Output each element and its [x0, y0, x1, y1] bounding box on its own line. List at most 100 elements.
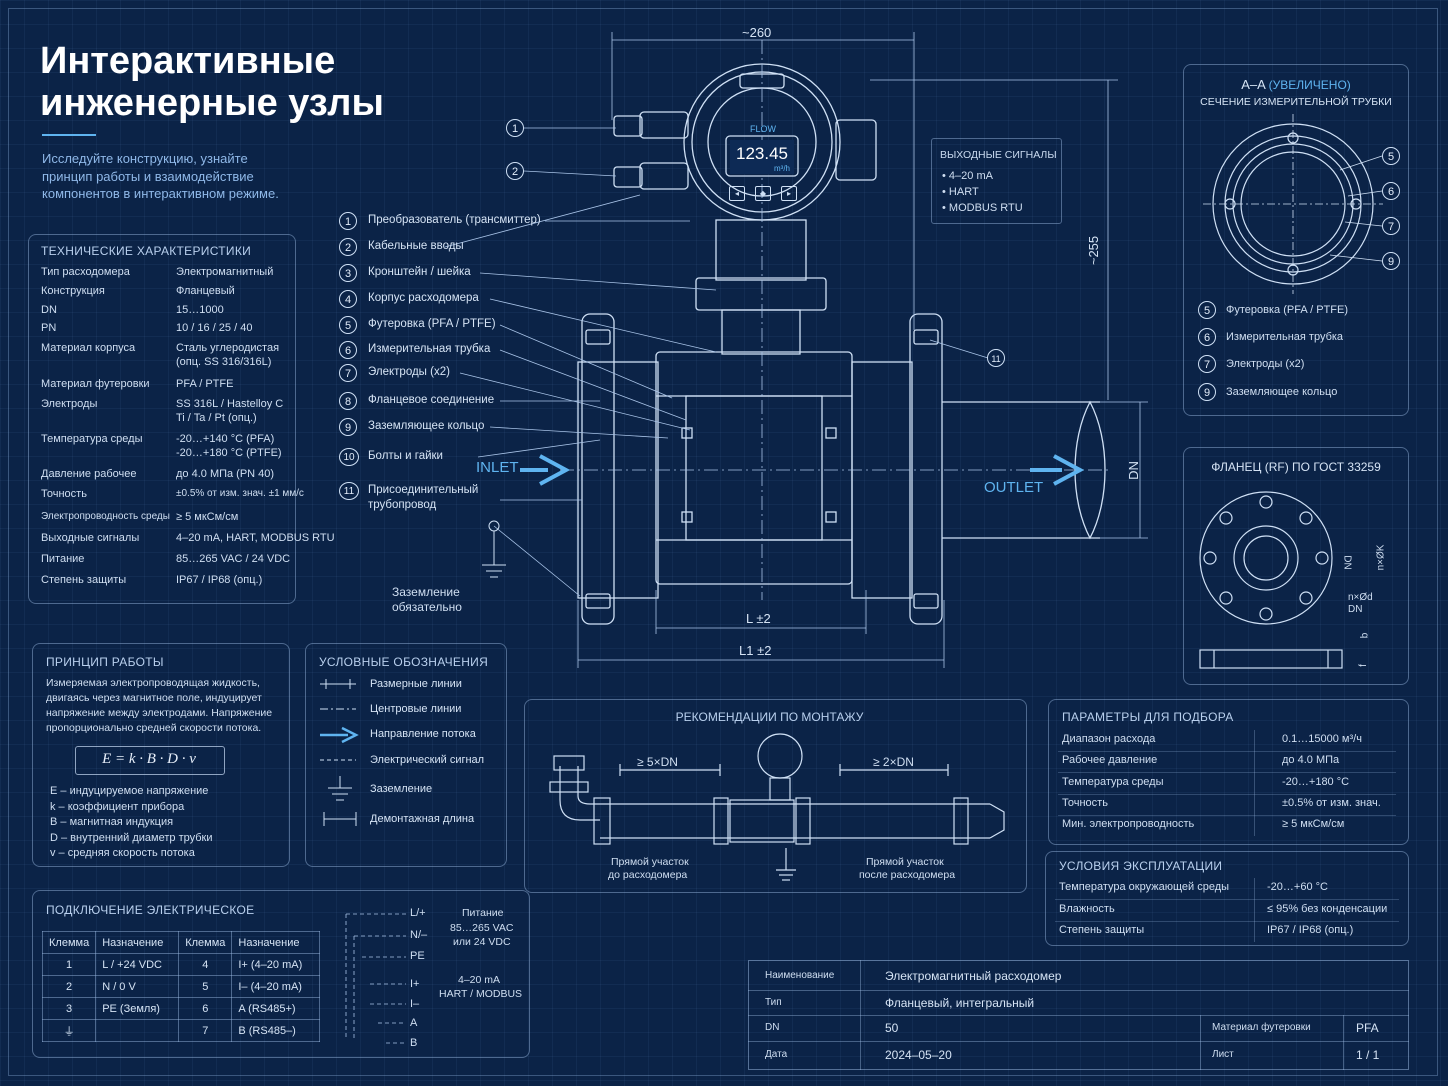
- symbol-label-signal: Электрический сигнал: [370, 754, 485, 766]
- mounting-after-note-2: после расходомера: [859, 869, 956, 881]
- wiring-panel: [32, 890, 530, 1058]
- section-panel: [1183, 64, 1409, 416]
- output-item-2: • HART: [942, 186, 979, 198]
- tb-sheet-key: Лист: [1212, 1049, 1234, 1060]
- spec-key: Конструкция: [41, 285, 105, 297]
- ground-icon: ⏚: [63, 1025, 75, 1038]
- callout-label-4[interactable]: Корпус расходомера: [368, 292, 479, 304]
- wiring-cell: A (RS485+): [231, 997, 320, 1020]
- wiring-header-purpose-1: Назначение: [95, 931, 180, 954]
- wiring-cell: L / +24 VDC: [95, 953, 180, 976]
- condition-key: Степень защиты: [1059, 924, 1145, 936]
- tb-type-key: Тип: [765, 997, 782, 1008]
- selection-key: Рабочее давление: [1062, 754, 1158, 767]
- flange-nd-label: n×Ød: [1348, 592, 1373, 603]
- mounting-panel: [524, 699, 1027, 893]
- formula-box: [75, 746, 225, 775]
- wiring-cell: 4: [178, 953, 233, 976]
- dim-L-label: L ±2: [746, 611, 771, 626]
- callout-number-8[interactable]: 8: [339, 392, 357, 410]
- wiring-header-terminal-1: Клемма: [41, 931, 97, 954]
- wiring-title: ПОДКЛЮЧЕНИЕ ЭЛЕКТРИЧЕСКОЕ: [46, 903, 255, 917]
- output-item-3: • MODBUS RTU: [942, 202, 1023, 214]
- callout-number-1[interactable]: 1: [339, 212, 357, 230]
- callout-label-9[interactable]: Заземляющее кольцо: [368, 420, 485, 432]
- callout-label-2[interactable]: Кабельные вводы: [368, 240, 464, 252]
- tb-dn-value: 50: [885, 1021, 899, 1035]
- selection-value: ±0.5% от изм. знач.: [1282, 796, 1381, 809]
- formula-legend-5: v – средняя скорость потока: [50, 847, 195, 859]
- callout-label-1[interactable]: Преобразователь (трансмиттер): [368, 214, 541, 226]
- callout-number-4[interactable]: 4: [339, 290, 357, 308]
- selection-value: до 4.0 МПа: [1282, 754, 1340, 767]
- spec-key: Температура среды: [41, 433, 143, 445]
- power-note-2: 85…265 VAC: [450, 922, 514, 934]
- formula-legend-3: B – магнитная индукция: [50, 816, 174, 828]
- callout-number-6[interactable]: 6: [339, 341, 357, 359]
- outputs-title: ВЫХОДНЫЕ СИГНАЛЫ: [940, 149, 1057, 161]
- callout-number-11[interactable]: 11: [339, 482, 359, 500]
- mounting-before-note-1: Прямой участок: [611, 856, 689, 868]
- tb-date-key: Дата: [765, 1049, 788, 1060]
- symbol-label-dimension: Размерные линии: [370, 678, 462, 690]
- wiring-cell: B (RS485–): [231, 1019, 320, 1042]
- selection-value: ≥ 5 мкСм/см: [1282, 818, 1345, 831]
- section-legend-num-6: 6: [1198, 328, 1216, 346]
- callout-label-5[interactable]: Футеровка (PFA / PTFE): [368, 318, 496, 330]
- spec-key: Электроды: [41, 398, 98, 410]
- spec-value: 15…1000: [176, 304, 224, 316]
- display-button-right[interactable]: ▸: [781, 186, 797, 201]
- sheet-frame: [8, 8, 1438, 1076]
- chevron-left-icon: ◂: [734, 189, 739, 198]
- formula: E = k · B · D · v: [102, 751, 196, 767]
- callout-label-6[interactable]: Измерительная трубка: [368, 343, 491, 355]
- formula-legend-1: E – индуцируемое напряжение: [50, 785, 209, 797]
- tb-lining-value: PFA: [1356, 1021, 1379, 1035]
- tb-name-key: Наименование: [765, 970, 835, 981]
- ground-note-2: обязательно: [392, 600, 462, 614]
- section-callout-6: 6: [1382, 182, 1400, 200]
- spec-value: до 4.0 МПа (PN 40): [176, 468, 275, 480]
- callout-label-11[interactable]: Присоединительный: [368, 484, 479, 496]
- power-note-1: Питание: [462, 907, 504, 919]
- callout-label-7[interactable]: Электроды (x2): [368, 366, 450, 378]
- output-item-3-text: MODBUS RTU: [948, 202, 1023, 214]
- tb-line: [748, 990, 1409, 991]
- symbol-label-flow: Направление потока: [370, 728, 476, 740]
- display-button-center[interactable]: ◆: [755, 186, 771, 201]
- top-callout-1[interactable]: 1: [506, 119, 524, 137]
- wiring-table: Клемма Назначение Клемма Назначение 1 L …: [41, 931, 320, 1042]
- callout-label-11-line2[interactable]: трубопровод: [368, 499, 437, 511]
- wiring-cell: 6: [178, 997, 233, 1020]
- callout-label-8[interactable]: Фланцевое соединение: [368, 394, 495, 406]
- callout-number-5[interactable]: 5: [339, 316, 357, 334]
- wiring-cell: I+ (4–20 mA): [231, 953, 320, 976]
- display-button-left[interactable]: ◂: [729, 186, 745, 201]
- tb-name-value: Электромагнитный расходомер: [885, 969, 1062, 983]
- callout-label-3[interactable]: Кронштейн / шейка: [368, 266, 471, 278]
- condition-key: Влажность: [1059, 902, 1115, 915]
- callout-label-10[interactable]: Болты и гайки: [368, 450, 443, 462]
- principle-text-4: пропорционально средней скорости потока.: [46, 722, 262, 734]
- right-callout-11[interactable]: 11: [987, 349, 1005, 367]
- callout-number-2[interactable]: 2: [339, 238, 357, 256]
- wiring-cell: 2: [41, 975, 97, 998]
- section-legend-9: Заземляющее кольцо: [1226, 386, 1338, 398]
- conditions-panel: [1045, 851, 1409, 946]
- wiring-cell: 3: [41, 997, 97, 1020]
- dim-width-label: ~260: [742, 25, 772, 40]
- section-callout-5: 5: [1382, 147, 1400, 165]
- selection-key: Мин. электропроводность: [1062, 818, 1195, 831]
- spec-value-2: Ti / Ta / Pt (опц.): [176, 412, 257, 424]
- section-title-text: A–A: [1241, 77, 1266, 92]
- callout-number-7[interactable]: 7: [339, 364, 357, 382]
- ground-note-1: Заземление: [392, 585, 460, 599]
- spec-value: Сталь углеродистая: [176, 342, 280, 354]
- callout-number-10[interactable]: 10: [339, 448, 359, 466]
- specs-panel: [28, 234, 296, 604]
- callout-number-9[interactable]: 9: [339, 418, 357, 436]
- spec-value: SS 316L / Hastelloy C: [176, 398, 284, 410]
- wiring-header-terminal-2: Клемма: [178, 931, 233, 954]
- callout-number-3[interactable]: 3: [339, 264, 357, 282]
- top-callout-2[interactable]: 2: [506, 162, 524, 180]
